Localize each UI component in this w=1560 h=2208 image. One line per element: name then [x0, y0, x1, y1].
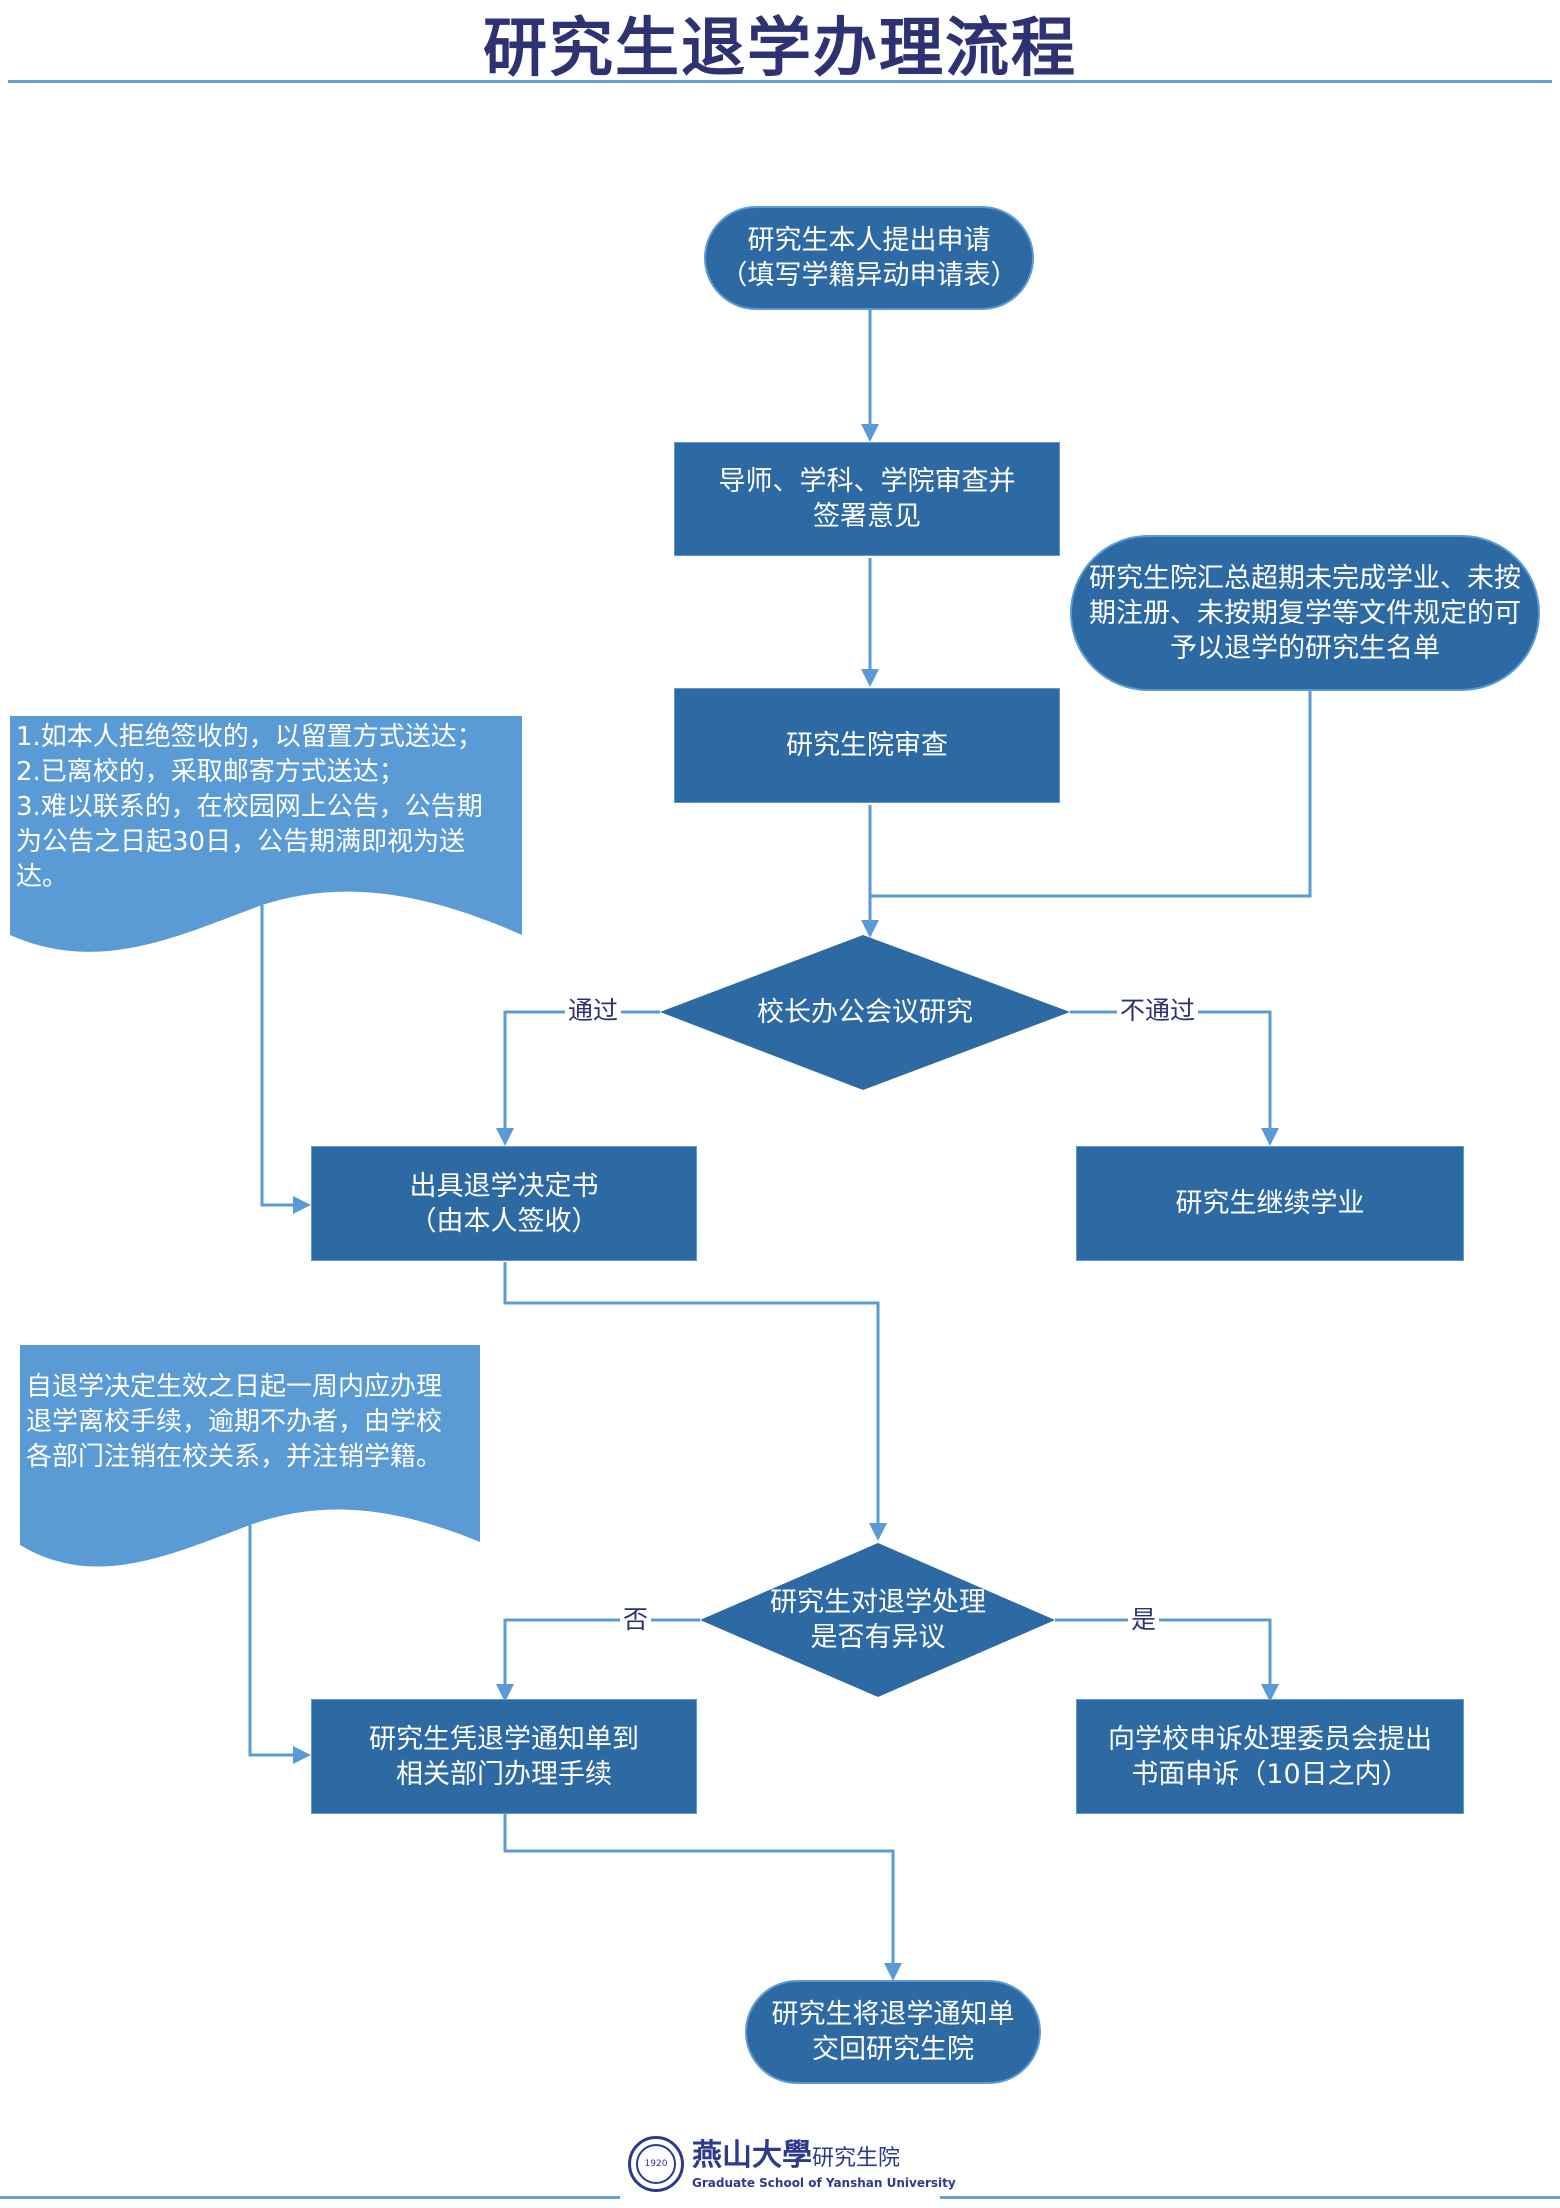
arrowhead: [861, 424, 879, 442]
node-line: 校长办公会议研究: [757, 996, 973, 1028]
edge-meeting-pass: [503, 1010, 660, 1130]
node-line: （填写学籍异动申请表）: [720, 260, 1018, 291]
decision-objection-shape: [700, 1543, 1055, 1697]
node-line: 研究生继续学业: [1175, 1188, 1365, 1219]
edge-label-yes: 是: [1128, 1605, 1160, 1635]
page-title: 研究生退学办理流程: [483, 12, 1077, 86]
edge-procedures-end: [503, 1812, 895, 1965]
edge-label-fail: 不通过: [1117, 996, 1199, 1026]
note-line: 退学离校手续，逾期不办者，由学校: [26, 1407, 443, 1437]
note-line: 达。: [16, 862, 69, 892]
node-line: 导师、学科、学院审查并: [718, 466, 1016, 497]
logo-en: Graduate School of Yanshan University: [692, 2175, 956, 2190]
node-line: 研究生凭退学通知单到: [369, 1723, 639, 1755]
title-rule: [8, 80, 1552, 83]
node-line: 向学校申诉处理委员会提出: [1108, 1723, 1432, 1755]
logo-cn: 燕山大學研究生院: [692, 2137, 956, 2176]
footer-rule-right: [940, 2196, 1560, 2199]
arrowhead: [496, 1128, 514, 1146]
node-line: 出具退学决定书: [409, 1170, 599, 1202]
node-line: 签署意见: [813, 501, 921, 532]
footer-logo: 1920 燕山大學研究生院 Graduate School of Yanshan…: [628, 2136, 956, 2192]
edge-deadline-procedures: [248, 1525, 300, 1757]
node-school-summary: 研究生院汇总超期未完成学业、未按期注册、未按期复学等文件规定的可予以退学的研究生…: [1070, 535, 1540, 691]
node-grad-review: 研究生院审查: [674, 688, 1060, 803]
node-objection: 研究生对退学处理是否有异议: [720, 1583, 1036, 1657]
arrowhead: [1261, 1684, 1279, 1702]
note-line: 1.如本人拒绝签收的，以留置方式送达；: [16, 722, 483, 752]
note-deadline-shape: [20, 1345, 480, 1567]
note-delivery-shape: [10, 716, 522, 952]
edge-summary-meeting: [870, 690, 1312, 898]
node-line: 予以退学的研究生名单: [1170, 632, 1440, 664]
edge-delivery-decision: [260, 905, 300, 1207]
footer-rule-left: [0, 2196, 620, 2199]
note-line: 自退学决定生效之日起一周内应办理: [26, 1372, 443, 1402]
node-line: 是否有异议: [810, 1622, 946, 1653]
node-end: 研究生将退学通知单交回研究生院: [745, 1980, 1041, 2084]
edge-objection-yes: [1055, 1618, 1272, 1686]
arrowhead: [869, 1523, 887, 1541]
node-appeal: 向学校申诉处理委员会提出书面申诉（10日之内）: [1076, 1699, 1464, 1814]
node-review-advisor: 导师、学科、学院审查并签署意见: [674, 442, 1060, 556]
arrowhead: [884, 1963, 902, 1981]
node-continue-study: 研究生继续学业: [1076, 1146, 1464, 1261]
node-line: 交回研究生院: [812, 2034, 974, 2065]
arrowhead: [293, 1196, 311, 1214]
note-line: 为公告之日起30日，公告期满即视为送: [16, 827, 466, 857]
edge-decision-objection: [503, 1262, 880, 1530]
university-seal-icon: 1920: [628, 2136, 684, 2192]
node-line: （由本人签收）: [409, 1205, 599, 1237]
arrowhead: [861, 669, 879, 687]
note-delivery: 1.如本人拒绝签收的，以留置方式送达； 2.已离校的，采取邮寄方式送达； 3.难…: [16, 720, 526, 895]
node-line: 书面申诉（10日之内）: [1131, 1758, 1409, 1790]
node-start: 研究生本人提出申请 （填写学籍异动申请表）: [704, 206, 1034, 310]
arrowhead: [1261, 1128, 1279, 1146]
logo-university-name: 燕山大學: [692, 2137, 812, 2173]
node-line: 研究生对退学处理: [770, 1587, 986, 1618]
logo-dept: 研究生院: [812, 2145, 901, 2171]
decision-president-meeting-shape: [660, 935, 1070, 1090]
node-line: 研究生将退学通知单: [771, 1999, 1015, 2030]
edge-label-pass: 通过: [565, 996, 622, 1026]
node-procedures: 研究生凭退学通知单到相关部门办理手续: [311, 1699, 697, 1814]
node-line: 研究生院审查: [786, 730, 948, 761]
note-line: 2.已离校的，采取邮寄方式送达；: [16, 757, 405, 787]
node-line: 期注册、未按期复学等文件规定的可: [1089, 597, 1521, 629]
edge-label-no: 否: [620, 1605, 652, 1635]
edge-objection-no: [503, 1618, 700, 1686]
note-deadline: 自退学决定生效之日起一周内应办理 退学离校手续，逾期不办者，由学校 各部门注销在…: [26, 1370, 486, 1475]
node-issue-decision: 出具退学决定书（由本人签收）: [311, 1146, 697, 1261]
node-line: 研究生本人提出申请: [747, 225, 991, 256]
edge-meeting-fail: [1070, 1010, 1272, 1130]
arrowhead: [861, 920, 879, 938]
arrowhead: [293, 1746, 311, 1764]
note-line: 3.难以联系的，在校园网上公告，公告期: [16, 792, 483, 822]
node-line: 相关部门办理手续: [396, 1758, 612, 1790]
seal-year: 1920: [636, 2144, 676, 2184]
node-president-meeting: 校长办公会议研究: [680, 990, 1050, 1034]
node-line: 研究生院汇总超期未完成学业、未按: [1089, 562, 1521, 594]
note-line: 各部门注销在校关系，并注销学籍。: [26, 1442, 443, 1472]
arrowhead: [496, 1684, 514, 1702]
